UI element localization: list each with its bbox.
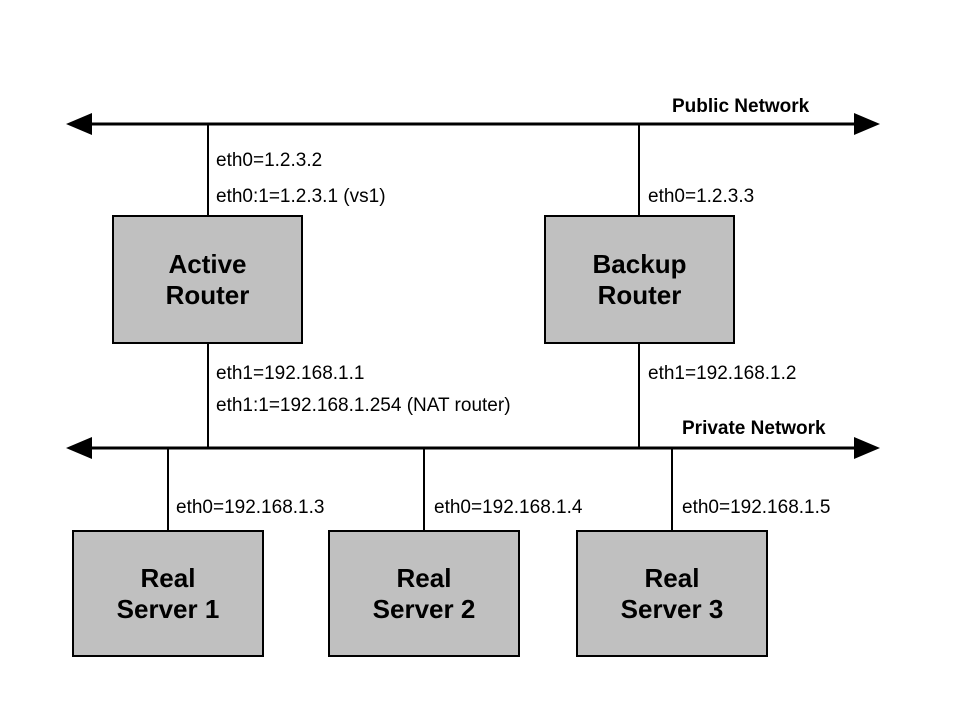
public-network-label: Public Network xyxy=(672,96,810,117)
real-server-1-ip-label: eth0=192.168.1.3 xyxy=(176,497,325,518)
node-active-router-line2: Router xyxy=(165,279,250,310)
active-router-nat-vip-label: eth1:1=192.168.1.254 (NAT router) xyxy=(216,395,511,416)
public-network-bus xyxy=(66,113,880,135)
node-real-server-3[interactable]: Real Server 3 xyxy=(576,530,768,657)
node-real-server-3-line2: Server 3 xyxy=(620,593,724,624)
node-real-server-1-line1: Real xyxy=(140,563,196,594)
node-real-server-3-line1: Real xyxy=(644,563,700,594)
real-server-2-ip-label: eth0=192.168.1.4 xyxy=(434,497,583,518)
active-router-private-ip-label: eth1=192.168.1.1 xyxy=(216,363,365,384)
node-real-server-2-line1: Real xyxy=(396,563,452,594)
node-active-router-line1: Active xyxy=(168,249,247,280)
backup-router-public-ip-label: eth0=1.2.3.3 xyxy=(648,186,755,207)
node-real-server-2[interactable]: Real Server 2 xyxy=(328,530,520,657)
node-backup-router-line1: Backup xyxy=(592,249,687,280)
private-network-label: Private Network xyxy=(682,418,826,439)
private-network-bus xyxy=(66,437,880,459)
active-router-public-ip-label: eth0=1.2.3.2 xyxy=(216,150,323,171)
real-server-3-ip-label: eth0=192.168.1.5 xyxy=(682,497,831,518)
backup-router-private-ip-label: eth1=192.168.1.2 xyxy=(648,363,797,384)
node-backup-router[interactable]: Backup Router xyxy=(544,215,735,344)
node-real-server-1-line2: Server 1 xyxy=(116,593,220,624)
node-backup-router-line2: Router xyxy=(597,279,682,310)
active-router-public-vip-label: eth0:1=1.2.3.1 (vs1) xyxy=(216,186,386,207)
node-active-router[interactable]: Active Router xyxy=(112,215,303,344)
node-real-server-2-line2: Server 2 xyxy=(372,593,476,624)
node-real-server-1[interactable]: Real Server 1 xyxy=(72,530,264,657)
